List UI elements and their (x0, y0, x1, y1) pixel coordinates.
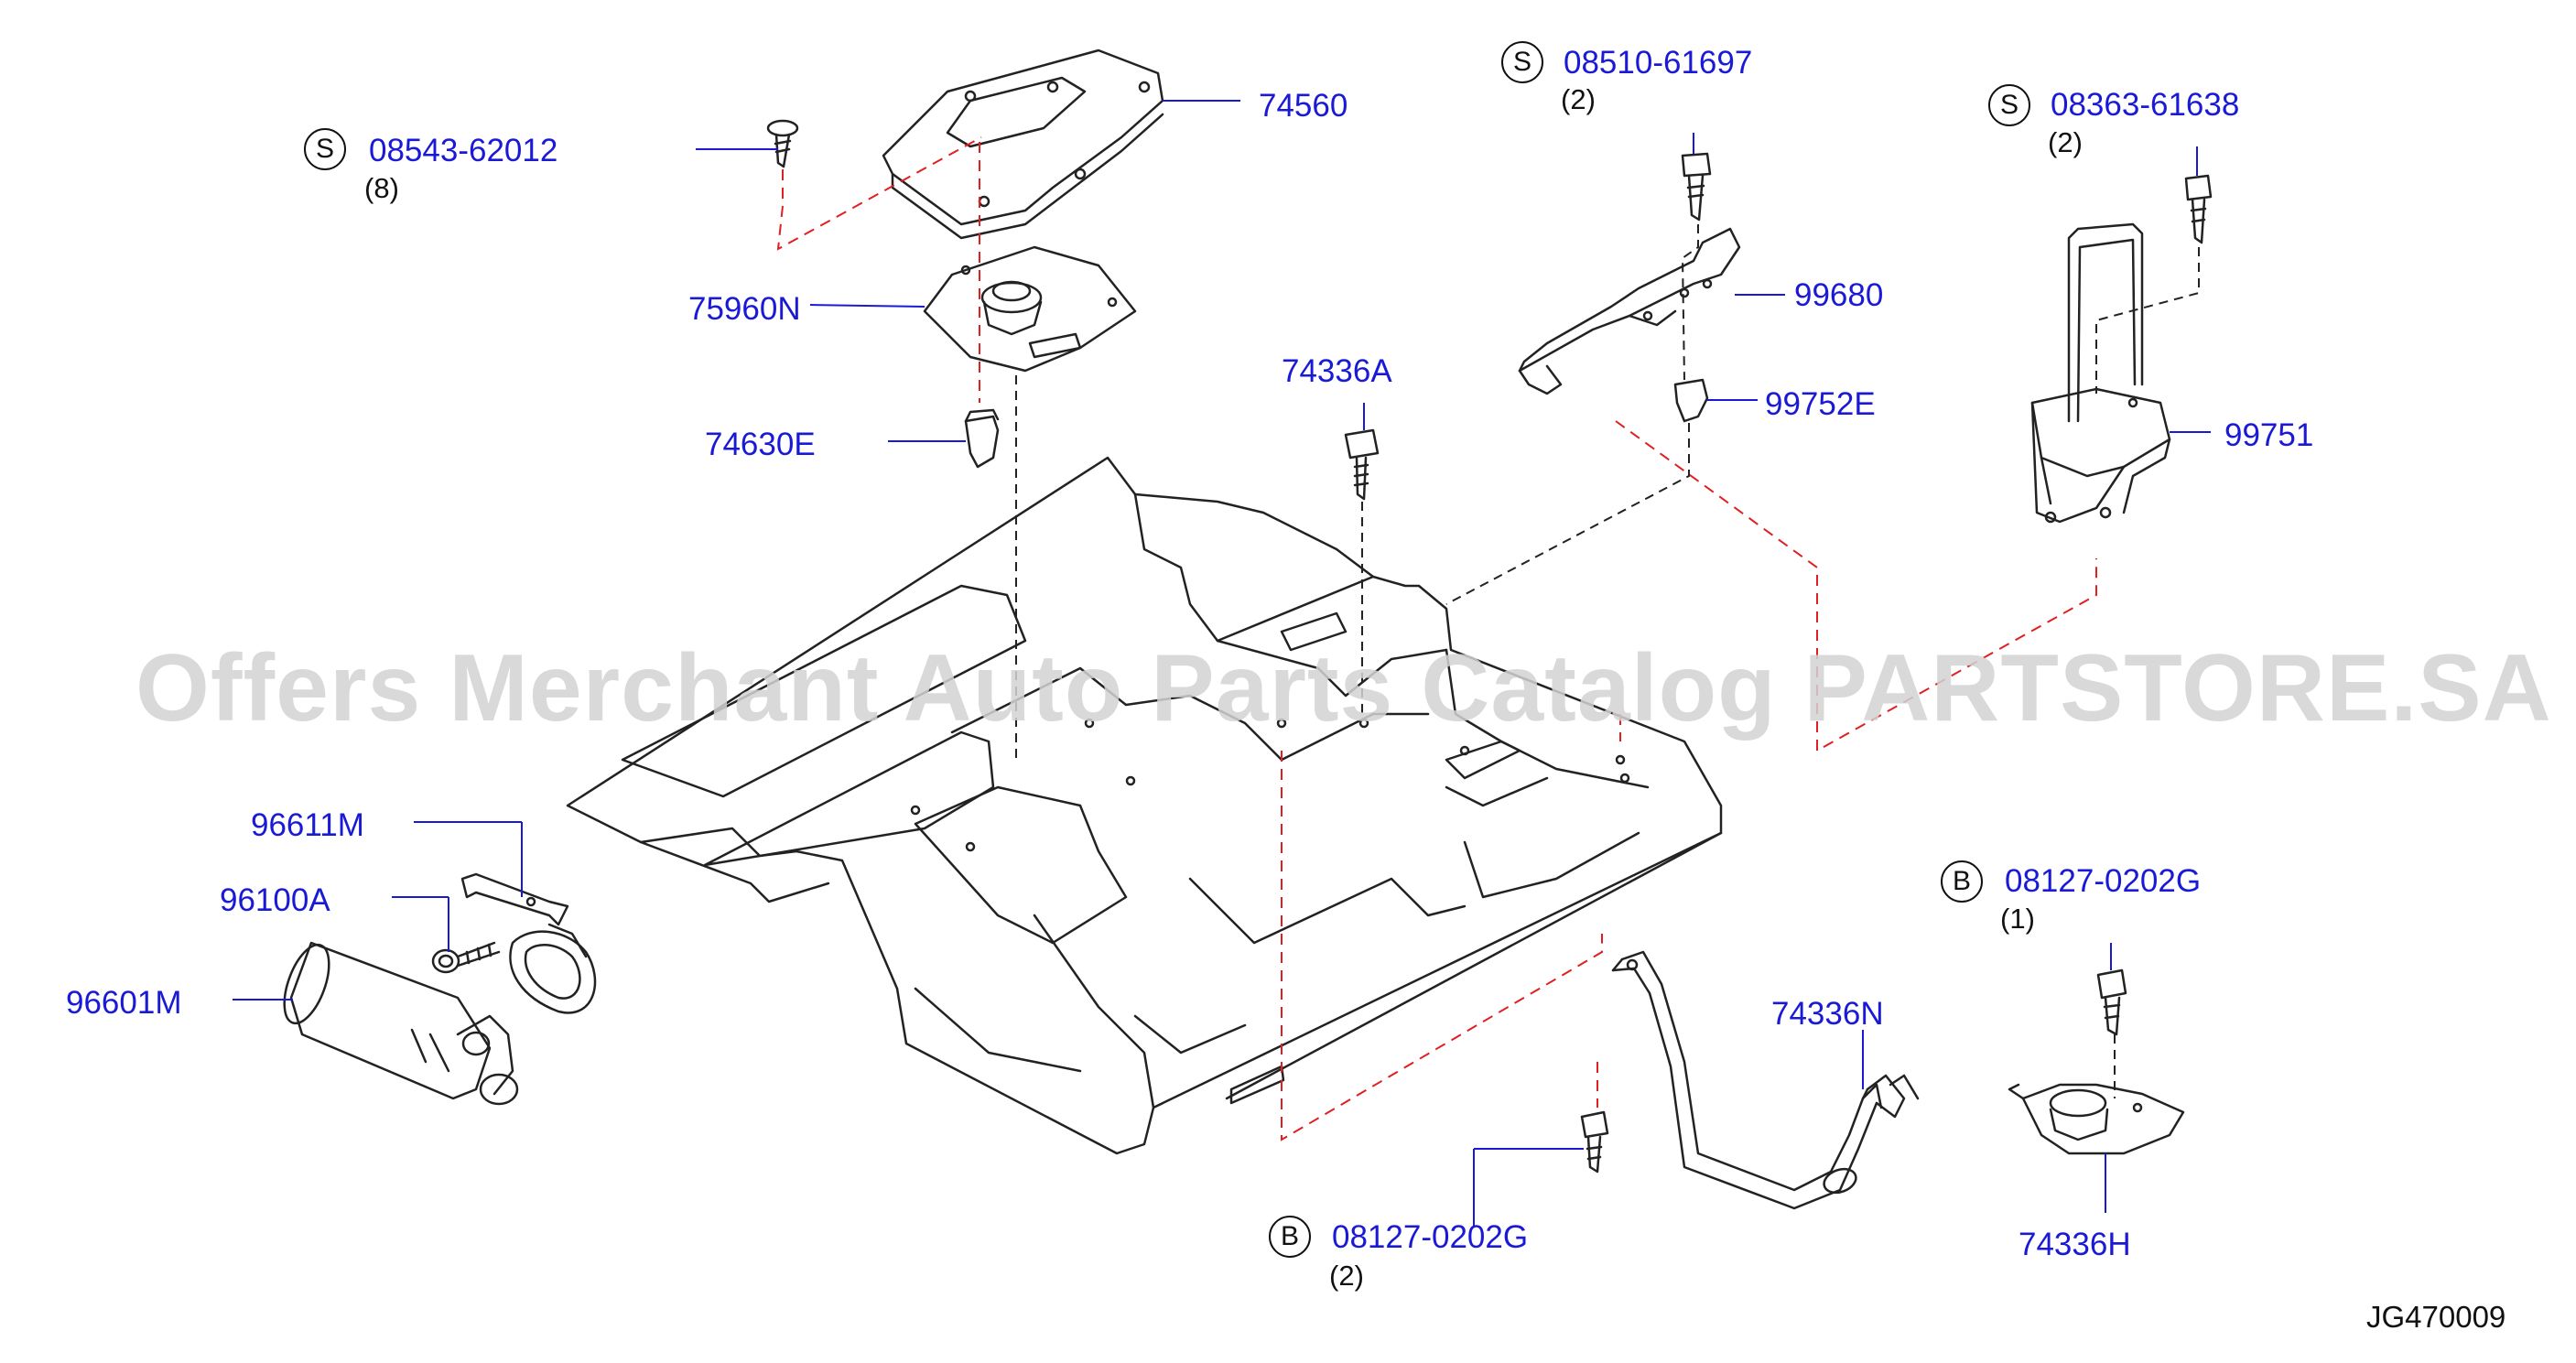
boot-75960N-drawing (923, 245, 1137, 373)
strap-99680-drawing (1518, 227, 1741, 395)
screw-08363-drawing (2184, 174, 2213, 244)
qty-f1: (8) (364, 172, 399, 204)
canister-96601M-drawing (283, 941, 519, 1106)
callout-74630E[interactable]: 74630E (705, 427, 816, 462)
leader-lines (233, 100, 2211, 1227)
brace-74336N-drawing (1611, 950, 1920, 1210)
badge-b-f5: B (1269, 1216, 1311, 1258)
bolt-08127-b-drawing (1580, 1110, 1609, 1174)
qty-f3: (2) (2048, 126, 2083, 158)
callout-08543-62012[interactable]: 08543-62012 (369, 133, 558, 168)
callout-08363-61638[interactable]: 08363-61638 (2051, 87, 2240, 123)
cover-74560-drawing (882, 49, 1164, 240)
bracket-74336H-drawing (2008, 1083, 2185, 1155)
badge-b-f4: B (1941, 860, 1983, 903)
clamp-96611M-drawing (460, 872, 597, 1014)
callout-08510-61697[interactable]: 08510-61697 (1564, 45, 1753, 81)
qty-f4: (1) (2000, 903, 2035, 935)
callout-96601M[interactable]: 96601M (66, 985, 182, 1021)
black-alignment-lines (1015, 224, 2200, 1098)
screw-08543-drawing (766, 119, 799, 168)
callout-99680[interactable]: 99680 (1794, 277, 1884, 313)
diagram-code: JG470009 (2366, 1300, 2506, 1334)
callout-74336A[interactable]: 74336A (1282, 353, 1392, 389)
badge-s-f1: S (304, 128, 346, 170)
red-alignment-lines (776, 136, 2097, 1141)
callout-96611M[interactable]: 96611M (251, 807, 364, 843)
badge-s-f2: S (1501, 41, 1543, 83)
callout-08127-0202G-a[interactable]: 08127-0202G (2005, 863, 2202, 899)
callout-74336N[interactable]: 74336N (1771, 996, 1884, 1032)
floor-panel-drawing (566, 456, 1723, 1155)
bolt-08127-a-drawing (2096, 968, 2127, 1036)
clip-74630E-drawing (964, 408, 1000, 469)
qty-f5: (2) (1329, 1260, 1364, 1292)
callout-74336H[interactable]: 74336H (2019, 1227, 2131, 1262)
callout-75960N[interactable]: 75960N (688, 291, 801, 327)
watermark: Offers Merchant Auto Parts Catalog PARTS… (135, 635, 2552, 741)
callout-08127-0202G-b[interactable]: 08127-0202G (1332, 1219, 1529, 1255)
screw-08510-drawing (1681, 152, 1712, 222)
callout-74560[interactable]: 74560 (1259, 88, 1348, 124)
callout-99752E[interactable]: 99752E (1765, 386, 1876, 422)
badge-s-f3: S (1988, 84, 2030, 126)
screw-96100A-drawing (431, 941, 501, 974)
nut-99752E-drawing (1673, 378, 1709, 423)
bracket-99751-drawing (2030, 222, 2171, 524)
bolt-74336A-drawing (1344, 428, 1380, 501)
qty-f2: (2) (1561, 83, 1596, 115)
callout-96100A[interactable]: 96100A (220, 882, 330, 918)
callout-99751[interactable]: 99751 (2224, 417, 2314, 453)
